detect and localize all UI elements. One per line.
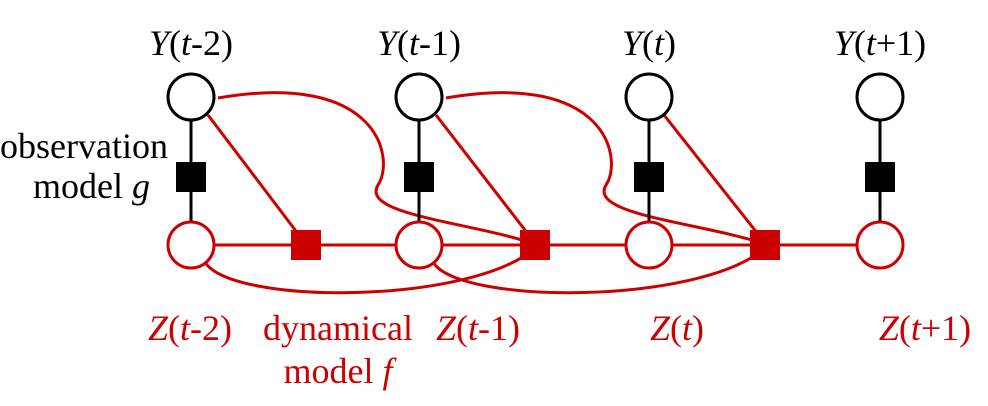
obs-factor-3	[634, 162, 664, 192]
node-y-t-plus-1	[855, 72, 905, 122]
obs-factor-1	[176, 162, 206, 192]
dyn-factor-1	[291, 230, 321, 260]
observation-model-line2: model g	[33, 166, 150, 206]
edge-z1-curve-factor2	[203, 246, 536, 295]
dyn-factor-2	[520, 230, 550, 260]
label-y-t-minus-1: Y(t-1)	[377, 23, 461, 63]
edge-y3-factor3	[662, 114, 767, 244]
dynamical-edges	[191, 91, 880, 295]
edge-y2-factor2	[434, 114, 537, 244]
node-y-t	[624, 72, 674, 122]
dynamical-model-line1: dynamical	[263, 308, 413, 348]
observation-model-label: observation model g	[0, 126, 168, 206]
observed-nodes	[166, 72, 905, 122]
label-z-t-minus-1: Z(t-1)	[436, 308, 520, 348]
node-y-t-minus-2	[166, 72, 216, 122]
label-z-t-plus-1: Z(t+1)	[879, 308, 971, 348]
node-y-t-minus-1	[394, 72, 444, 122]
latent-labels: Z(t-2) Z(t-1) Z(t) Z(t+1)	[148, 308, 971, 348]
label-y-t-plus-1: Y(t+1)	[834, 23, 926, 63]
label-z-t-minus-2: Z(t-2)	[148, 308, 232, 348]
node-z-t-minus-1	[394, 220, 444, 270]
label-y-t: Y(t)	[622, 23, 676, 63]
node-z-t	[624, 220, 674, 270]
edge-z2-curve-factor3	[431, 246, 766, 295]
label-y-t-minus-2: Y(t-2)	[149, 23, 233, 63]
dynamical-factors	[291, 230, 780, 260]
dyn-factor-3	[750, 230, 780, 260]
latent-nodes	[166, 220, 905, 270]
edge-y1-curve-factor2	[217, 91, 536, 246]
observed-labels: Y(t-2) Y(t-1) Y(t) Y(t+1)	[149, 23, 926, 63]
dynamical-model-label: dynamical model f	[263, 308, 413, 391]
obs-factor-4	[865, 162, 895, 192]
label-z-t: Z(t)	[650, 308, 704, 348]
edge-y1-factor1	[206, 114, 307, 244]
observation-model-line1: observation	[0, 126, 168, 166]
node-z-t-plus-1	[855, 220, 905, 270]
node-z-t-minus-2	[166, 220, 216, 270]
obs-factor-2	[404, 162, 434, 192]
dynamical-model-line2: model f	[284, 351, 398, 391]
observation-edges	[189, 120, 882, 222]
edge-y2-curve-factor3	[445, 91, 766, 246]
observation-factors	[176, 162, 895, 192]
